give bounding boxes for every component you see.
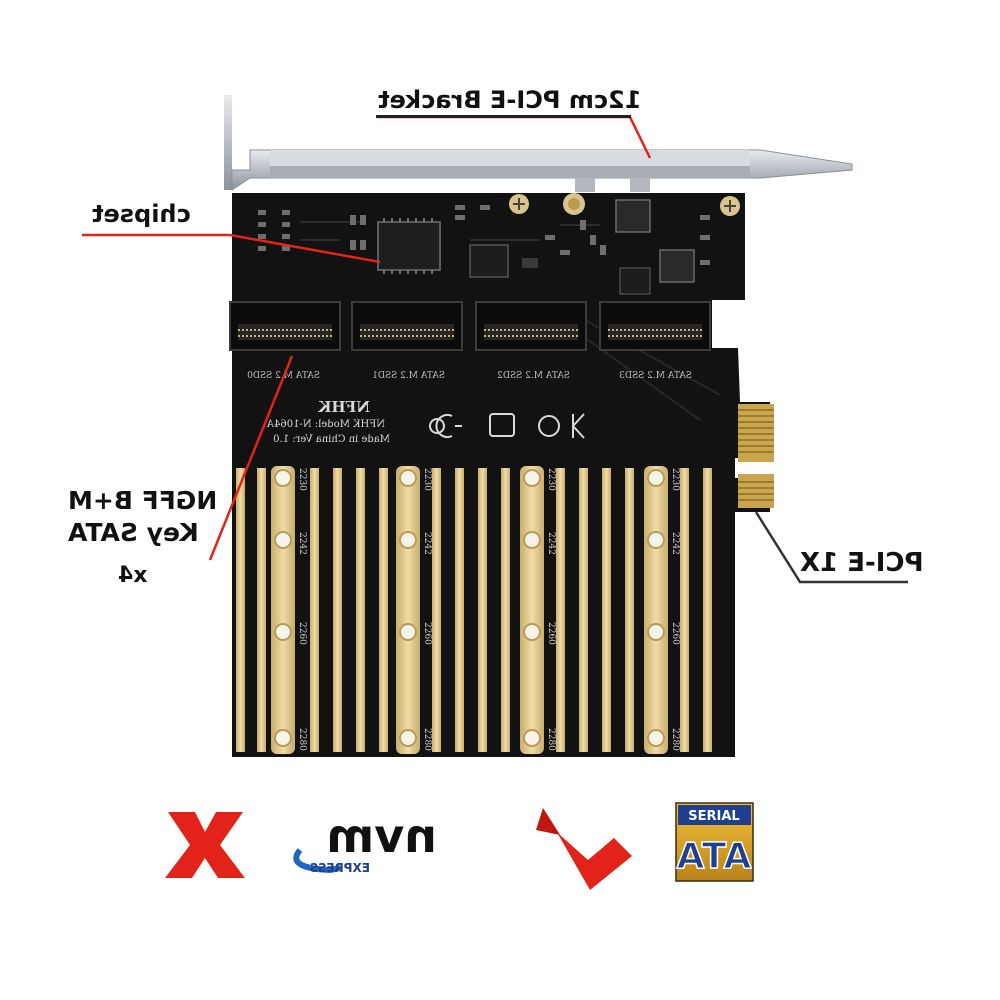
size-2242-d: 2242 [670,532,680,555]
size-2242-a: 2242 [297,532,307,555]
bracket-callout-label: 12cm PCI-E Bracket [378,86,642,114]
slot-label-1: SATA M.2 SSD1 [372,371,445,381]
slot-label-2: SATA M.2 SSD2 [497,371,570,381]
size-2260-d: 2260 [670,622,680,645]
size-2230-d: 2230 [670,468,680,491]
board-brand: NFHK [317,398,370,416]
size-2230-b: 2230 [422,468,432,491]
board-made-in: Made in China Ver: 1.0 [273,434,390,445]
cert-logos [429,413,585,439]
size-2280-d: 2280 [670,728,680,751]
size-2280-c: 2280 [546,728,556,751]
pcie-callout-label: PCI-E 1X [800,548,924,578]
board-components [258,193,740,295]
chipset [377,218,441,274]
pcie-gold-fingers [738,404,774,508]
size-2242-c: 2242 [546,532,556,555]
callout-lines [82,115,908,584]
size-2230-c: 2230 [546,468,556,491]
pcie-bracket [224,95,853,192]
size-2242-b: 2242 [422,532,432,555]
size-2230-a: 2230 [297,468,307,491]
pcie-callout-line [754,511,908,584]
ngff-callout-label-line1: NGFF B+M [68,486,218,515]
size-2260-c: 2260 [546,622,556,645]
board-silkscreen: NFHK NFHK Model: N-1064A Made in China V… [266,398,585,445]
size-2260-a: 2260 [297,622,307,645]
slot-label-3: SATA M.2 SSD3 [619,371,692,381]
m2-slot-connectors [229,301,711,351]
m2-mounting-rails [236,466,712,754]
board-model: NFHK Model: N-1064A [266,419,385,430]
chipset-callout-line [82,233,381,264]
ngff-callout-count: x4 [118,563,148,588]
size-markers: 2230 2242 2260 2280 2230 2242 2260 2280 … [297,468,680,751]
size-2280-a: 2280 [297,728,307,751]
ngff-callout-line [208,355,294,561]
ngff-callout-label-line2: Key SATA [68,518,199,547]
size-2280-b: 2280 [422,728,432,751]
size-2260-b: 2260 [422,622,432,645]
chipset-callout-label: chipset [92,200,191,228]
